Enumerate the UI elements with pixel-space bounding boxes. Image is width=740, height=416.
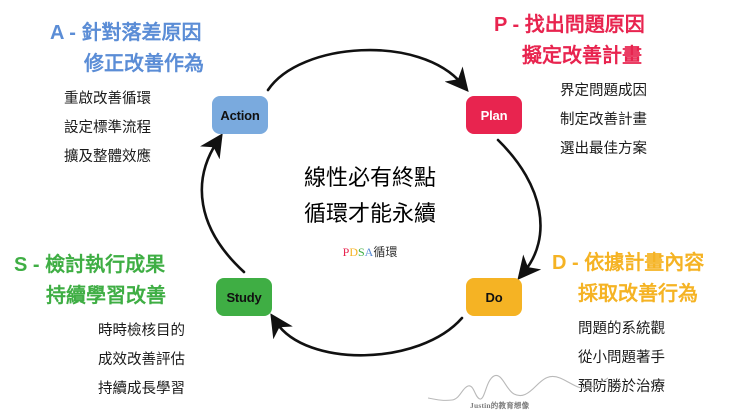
quadrant-action-heading: A - 針對落差原因 修正改善作為 [50, 18, 204, 80]
quadrant-plan-items: 界定問題成因 制定改善計畫 選出最佳方案 [494, 72, 647, 164]
pdsa-letter-a: A [364, 244, 374, 259]
pdsa-letter-p: P [342, 244, 350, 259]
quadrant-do: D - 依據計畫內容 採取改善行為 問題的系統觀 從小問題著手 預防勝於治療 [552, 248, 704, 402]
quadrant-do-items: 問題的系統觀 從小問題著手 預防勝於治療 [552, 310, 704, 402]
center-message-line2: 循環才能永續 [303, 201, 436, 227]
watermark-text: Justin的教育想像 [470, 401, 530, 410]
node-action[interactable]: Action [212, 96, 268, 134]
quadrant-do-heading-line1: D - 依據計畫內容 [552, 252, 705, 274]
quadrant-plan: P - 找出問題原因 擬定改善計畫 界定問題成因 制定改善計畫 選出最佳方案 [494, 10, 647, 164]
node-study-label: Study [226, 289, 262, 305]
list-item: 界定問題成因 [560, 83, 647, 99]
quadrant-study-heading-line2: 持續學習改善 [46, 285, 166, 307]
list-item: 持續成長學習 [98, 381, 185, 397]
list-item: 成效改善評估 [98, 352, 185, 368]
center-message: 線性必有終點 循環才能永續 PDSA循環 [270, 160, 470, 260]
node-plan-label: Plan [480, 107, 508, 123]
center-message-line1: 線性必有終點 [303, 165, 436, 190]
watermark: Justin的教育想像 [428, 368, 608, 416]
quadrant-study: S - 檢討執行成果 持續學習改善 時時檢核目的 成效改善評估 持續成長學習 [14, 250, 185, 404]
quadrant-study-items: 時時檢核目的 成效改善評估 持續成長學習 [14, 312, 185, 404]
list-item: 時時檢核目的 [98, 323, 185, 339]
list-item: 從小問題著手 [578, 350, 665, 366]
list-item: 問題的系統觀 [578, 321, 665, 337]
quadrant-action: A - 針對落差原因 修正改善作為 重啟改善循環 設定標準流程 擴及整體效應 [50, 18, 204, 172]
node-do[interactable]: Do [466, 278, 522, 316]
node-do-label: Do [485, 289, 503, 305]
quadrant-plan-heading-line2: 擬定改善計畫 [522, 45, 642, 67]
quadrant-plan-heading-line1: P - 找出問題原因 [494, 14, 645, 36]
quadrant-study-heading: S - 檢討執行成果 持續學習改善 [14, 250, 185, 312]
quadrant-plan-heading: P - 找出問題原因 擬定改善計畫 [494, 10, 647, 72]
list-item: 擴及整體效應 [64, 149, 151, 165]
squiggle-icon [428, 374, 608, 401]
quadrant-action-heading-line1: A - 針對落差原因 [50, 22, 202, 44]
pdsa-letter-s: S [357, 244, 365, 259]
quadrant-study-heading-line1: S - 檢討執行成果 [14, 254, 166, 276]
node-study[interactable]: Study [216, 278, 272, 316]
node-action-label: Action [220, 107, 260, 123]
arrow-study-to-action [200, 133, 246, 274]
pdsa-caption-suffix: 循環 [373, 244, 398, 259]
list-item: 設定標準流程 [64, 120, 151, 136]
pdsa-caption: PDSA循環 [270, 243, 470, 260]
list-item: 選出最佳方案 [560, 141, 647, 157]
arrow-do-to-study [270, 313, 464, 357]
quadrant-do-heading-line2: 採取改善行為 [578, 283, 698, 305]
node-plan[interactable]: Plan [466, 96, 522, 134]
quadrant-action-items: 重啟改善循環 設定標準流程 擴及整體效應 [50, 80, 204, 172]
list-item: 重啟改善循環 [64, 91, 151, 107]
pdsa-letter-d: D [349, 244, 358, 259]
list-item: 制定改善計畫 [560, 112, 647, 128]
arrow-action-to-plan [266, 48, 469, 92]
quadrant-action-heading-line2: 修正改善作為 [84, 53, 204, 75]
quadrant-do-heading: D - 依據計畫內容 採取改善行為 [552, 248, 704, 310]
